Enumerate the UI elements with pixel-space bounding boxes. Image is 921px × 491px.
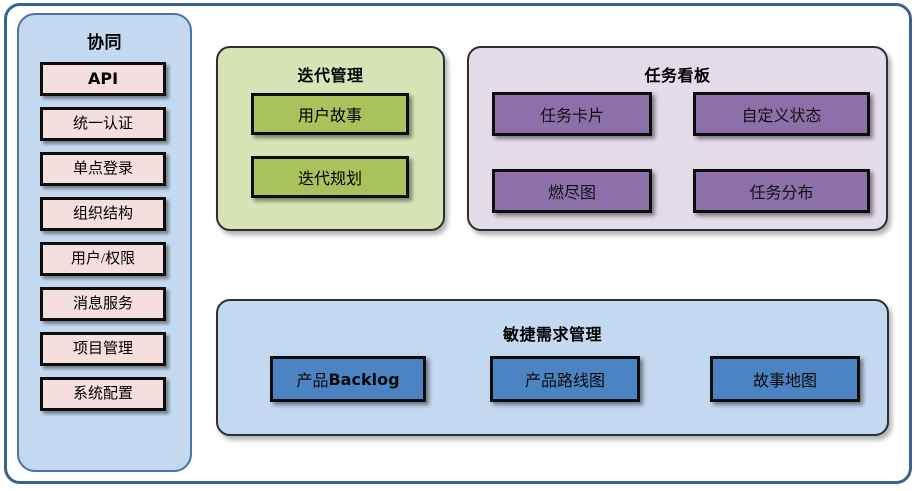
card-burndown-chart[interactable]: 燃尽图 bbox=[492, 169, 652, 213]
taskboard-panel-title: 任务看板 bbox=[644, 66, 711, 85]
iteration-management-panel: 迭代管理 用户故事 迭代规划 bbox=[216, 46, 445, 231]
card-task-distribution[interactable]: 任务分布 bbox=[693, 169, 870, 213]
sidebar-item-unified-auth[interactable]: 统一认证 bbox=[40, 107, 166, 141]
sidebar-item-user-permission[interactable]: 用户/权限 bbox=[40, 242, 166, 276]
card-product-backlog-label-latin: Backlog bbox=[328, 369, 400, 389]
card-product-roadmap[interactable]: 产品路线图 bbox=[490, 356, 640, 402]
card-task-card[interactable]: 任务卡片 bbox=[492, 92, 652, 136]
iteration-panel-title: 迭代管理 bbox=[297, 66, 364, 85]
sidebar-item-org-structure[interactable]: 组织结构 bbox=[40, 197, 166, 231]
sidebar-item-single-sign-on[interactable]: 单点登录 bbox=[40, 152, 166, 186]
sidebar-item-system-config[interactable]: 系统配置 bbox=[40, 377, 166, 411]
sidebar-item-project-management[interactable]: 项目管理 bbox=[40, 332, 166, 366]
card-custom-status[interactable]: 自定义状态 bbox=[693, 92, 870, 136]
sidebar-collaboration-panel: 协同 API 统一认证 单点登录 组织结构 用户/权限 消息服务 项目管理 系统… bbox=[17, 13, 192, 472]
sidebar-item-api[interactable]: API bbox=[40, 62, 166, 96]
sidebar-item-list: API 统一认证 单点登录 组织结构 用户/权限 消息服务 项目管理 系统配置 bbox=[40, 62, 166, 422]
taskboard-panel: 任务看板 任务卡片 自定义状态 燃尽图 任务分布 bbox=[467, 46, 888, 231]
card-iteration-planning[interactable]: 迭代规划 bbox=[251, 156, 409, 198]
card-story-map[interactable]: 故事地图 bbox=[710, 356, 860, 402]
agile-panel-title: 敏捷需求管理 bbox=[502, 325, 602, 344]
card-user-story[interactable]: 用户故事 bbox=[251, 93, 409, 135]
sidebar-title: 协同 bbox=[87, 33, 122, 53]
sidebar-item-message-service[interactable]: 消息服务 bbox=[40, 287, 166, 321]
card-product-backlog-label-cjk: 产品 bbox=[296, 373, 329, 390]
